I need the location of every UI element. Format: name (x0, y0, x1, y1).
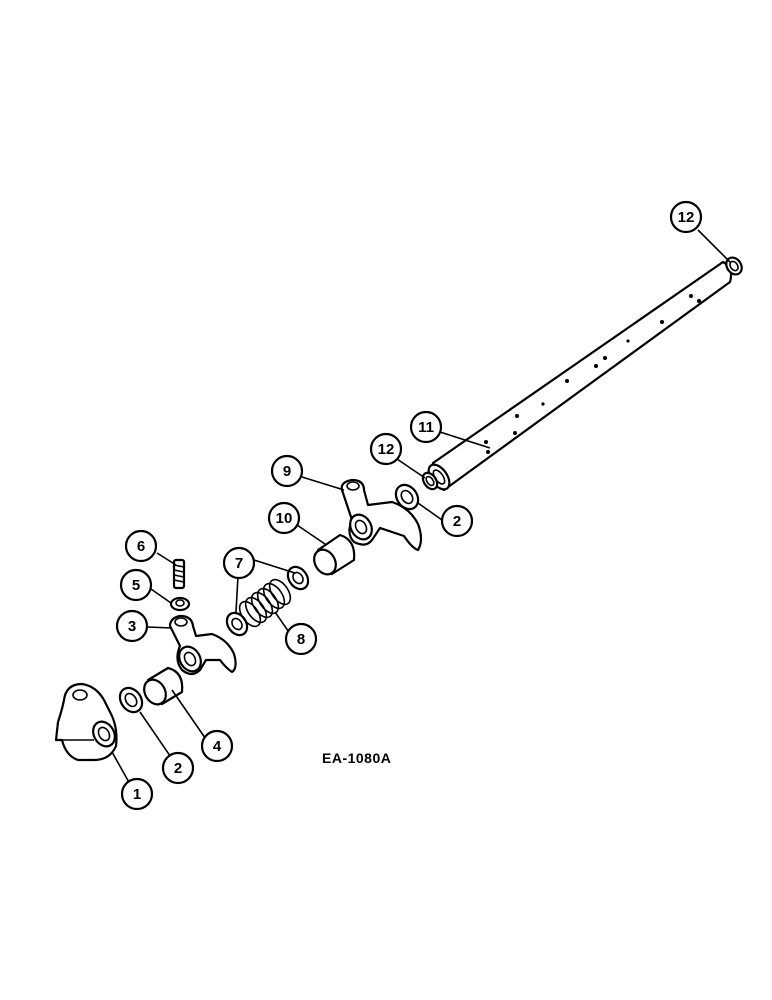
svg-text:3: 3 (128, 618, 136, 635)
callout-1: 1 (120, 777, 154, 811)
leader-lines (111, 229, 731, 794)
lock-nut (169, 596, 191, 612)
svg-text:12: 12 (378, 441, 395, 458)
callout-8: 8 (284, 622, 318, 656)
spacer-lower (118, 686, 144, 714)
bushing-upper (313, 533, 356, 576)
svg-text:2: 2 (453, 513, 461, 530)
callout-9: 9 (270, 454, 304, 488)
callout-4: 4 (200, 729, 234, 763)
svg-text:9: 9 (283, 463, 291, 480)
callout-6: 6 (124, 529, 158, 563)
oil-holes (484, 294, 701, 454)
figure-code: EA-1080A (322, 750, 391, 766)
svg-text:6: 6 (137, 538, 145, 555)
bushing-lower (143, 666, 184, 706)
callout-10: 10 (267, 501, 301, 535)
callout-12-start: 12 (369, 432, 403, 466)
callout-3: 3 (115, 609, 149, 643)
svg-text:5: 5 (132, 577, 140, 594)
rocker-arm-lower (168, 614, 237, 676)
svg-text:8: 8 (297, 631, 305, 648)
callout-11: 11 (409, 410, 443, 444)
svg-text:11: 11 (418, 419, 434, 436)
spring (238, 578, 292, 628)
adjusting-screw (172, 558, 186, 590)
callout-7: 7 (222, 546, 256, 580)
washer-lower (225, 611, 249, 637)
svg-text:7: 7 (235, 555, 243, 572)
callout-5: 5 (119, 568, 153, 602)
svg-text:1: 1 (133, 786, 141, 803)
snap-ring-start (421, 471, 439, 491)
callout-2-upper: 2 (440, 504, 474, 538)
rocker-arm-upper (340, 478, 423, 552)
callout-2-lower: 2 (161, 751, 195, 785)
rocker-bracket (54, 682, 118, 762)
svg-text:10: 10 (276, 510, 293, 527)
spacer-upper (394, 483, 420, 511)
rocker-shaft (427, 260, 733, 492)
callouts: 12 11 12 2 9 10 7 8 (115, 200, 703, 811)
svg-text:2: 2 (174, 760, 182, 777)
svg-text:4: 4 (213, 738, 222, 755)
callout-12-end: 12 (669, 200, 703, 234)
svg-text:12: 12 (678, 209, 695, 226)
